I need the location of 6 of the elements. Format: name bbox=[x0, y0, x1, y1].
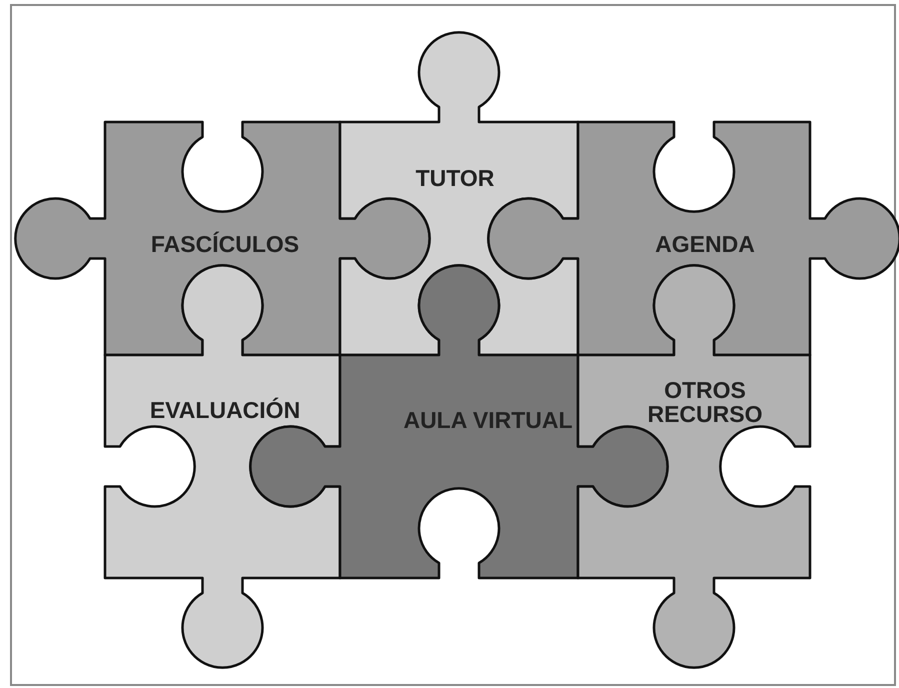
piece-label: OTROS RECURSO bbox=[646, 378, 764, 426]
piece-label: FASCÍCULOS bbox=[150, 232, 300, 256]
piece-label: AULA VIRTUAL bbox=[403, 408, 573, 432]
piece-label: EVALUACIÓN bbox=[150, 398, 300, 422]
piece-label: AGENDA bbox=[655, 232, 755, 256]
piece-label: TUTOR bbox=[416, 166, 494, 190]
